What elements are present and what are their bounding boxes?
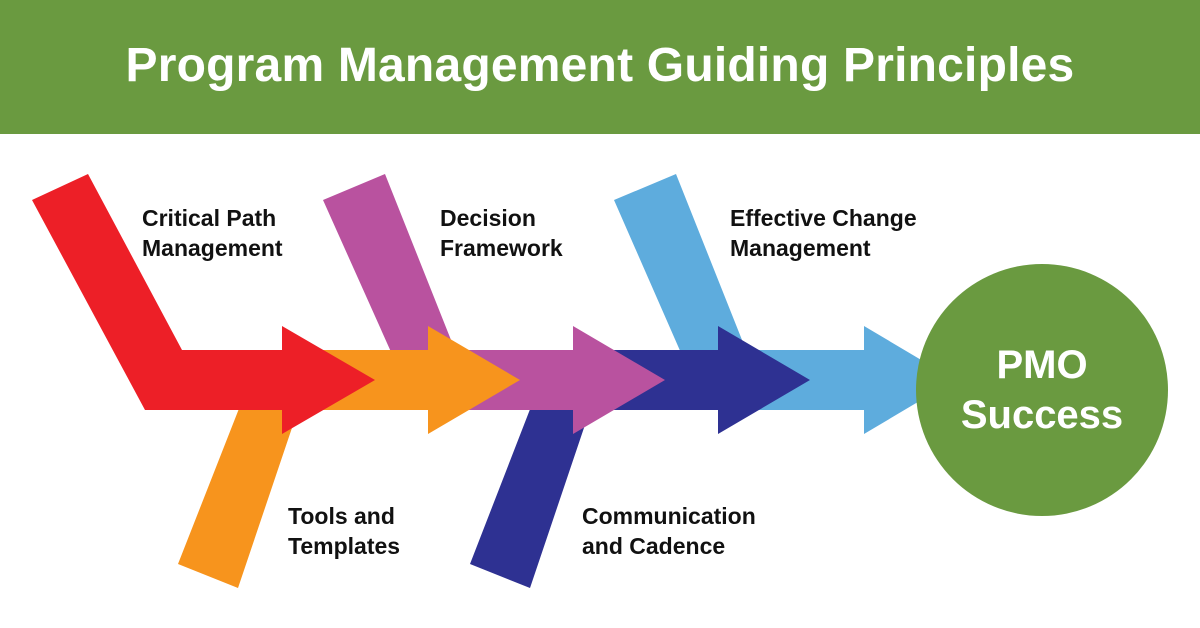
fishbone-diagram: [32, 174, 955, 588]
label-line: Decision: [440, 205, 536, 231]
label-line: Framework: [440, 235, 563, 261]
hub-line: PMO: [996, 343, 1088, 387]
label-decision-framework: Decision Framework: [440, 203, 563, 263]
label-line: Management: [142, 235, 283, 261]
pmo-success-circle: PMO Success: [916, 264, 1168, 516]
label-critical-path-management: Critical Path Management: [142, 203, 283, 263]
label-line: Communication: [582, 503, 756, 529]
label-line: Effective Change: [730, 205, 917, 231]
label-line: Management: [730, 235, 871, 261]
label-line: and Cadence: [582, 533, 726, 559]
label-tools-and-templates: Tools and Templates: [288, 501, 400, 561]
label-line: Tools and: [288, 503, 395, 529]
label-communication-and-cadence: Communication and Cadence: [582, 501, 756, 561]
hub-line: Success: [960, 393, 1124, 437]
arrow-critical-path-management-shaft: [32, 174, 375, 434]
arrow-critical-path-management: [32, 174, 375, 434]
page-title: Program Management Guiding Principles: [125, 38, 1075, 92]
title-banner: Program Management Guiding Principles: [0, 0, 1200, 134]
label-line: Templates: [288, 533, 401, 559]
label-line: Critical Path: [142, 205, 277, 231]
label-effective-change-management: Effective Change Management: [730, 203, 917, 263]
